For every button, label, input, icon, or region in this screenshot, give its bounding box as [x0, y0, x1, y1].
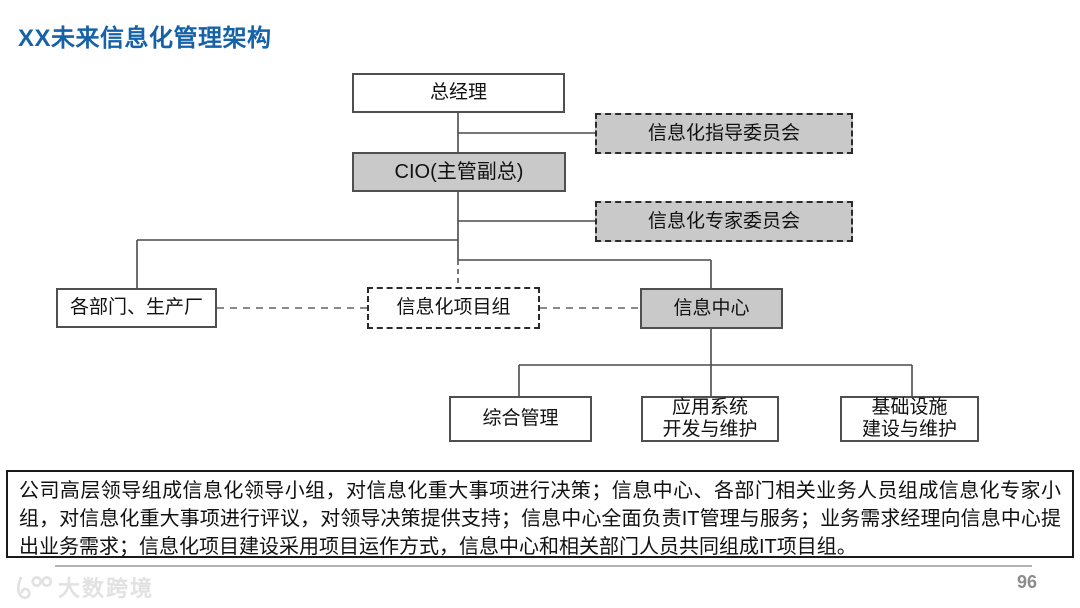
logo-icon — [16, 576, 53, 600]
node-info-center: 信息中心 — [640, 288, 783, 329]
node-general-mgmt: 综合管理 — [449, 396, 592, 442]
node-expert-committee: 信息化专家委员会 — [595, 201, 853, 242]
page-number: 96 — [1016, 572, 1037, 592]
node-steering-committee: 信息化指导委员会 — [595, 113, 853, 154]
node-infrastructure: 基础设施 建设与维护 — [840, 396, 979, 442]
node-project-team: 信息化项目组 — [367, 287, 540, 329]
footer-divider — [55, 565, 1032, 567]
page-title: XX未来信息化管理架构 — [18, 25, 272, 52]
summary-text-box: 公司高层领导组成信息化领导小组，对信息化重大事项进行决策；信息中心、各部门相关业… — [6, 470, 1074, 558]
node-departments: 各部门、生产厂 — [56, 288, 217, 328]
footer-logo: 大数跨境 — [14, 571, 154, 603]
node-general-manager: 总经理 — [352, 73, 565, 113]
logo-text: 大数跨境 — [58, 576, 155, 601]
node-cio: CIO(主管副总) — [352, 152, 566, 192]
node-app-dev: 应用系统 开发与维护 — [641, 396, 779, 442]
